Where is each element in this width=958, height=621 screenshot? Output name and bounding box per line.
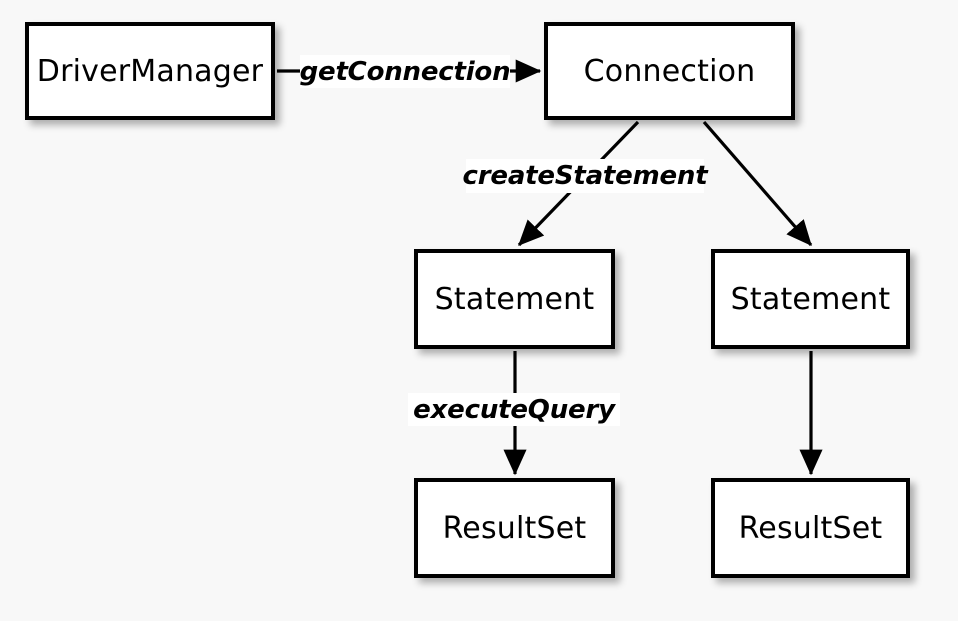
edge-label-executequery: executeQuery <box>408 393 620 426</box>
node-statement-right[interactable]: Statement <box>711 249 910 349</box>
edge-label-text-executequery: executeQuery <box>413 394 615 425</box>
edge-label-createstatement: createStatement <box>463 159 708 193</box>
node-label-connection: Connection <box>583 53 756 89</box>
edge-label-getconnection: getConnection <box>299 55 511 88</box>
node-statement-left[interactable]: Statement <box>414 249 615 349</box>
node-drivermanager[interactable]: DriverManager <box>25 22 275 120</box>
edge-connection-statement-right <box>702 120 813 247</box>
node-label-resultset-left: ResultSet <box>442 510 587 546</box>
node-label-drivermanager: DriverManager <box>36 53 264 89</box>
node-resultset-left[interactable]: ResultSet <box>414 478 615 578</box>
edge-label-text-createstatement: createStatement <box>462 161 708 191</box>
node-connection[interactable]: Connection <box>544 22 795 120</box>
node-label-statement-left: Statement <box>434 281 595 317</box>
node-resultset-right[interactable]: ResultSet <box>711 478 910 578</box>
node-label-statement-right: Statement <box>730 281 891 317</box>
node-label-resultset-right: ResultSet <box>738 510 883 546</box>
edge-label-text-getconnection: getConnection <box>299 56 511 87</box>
